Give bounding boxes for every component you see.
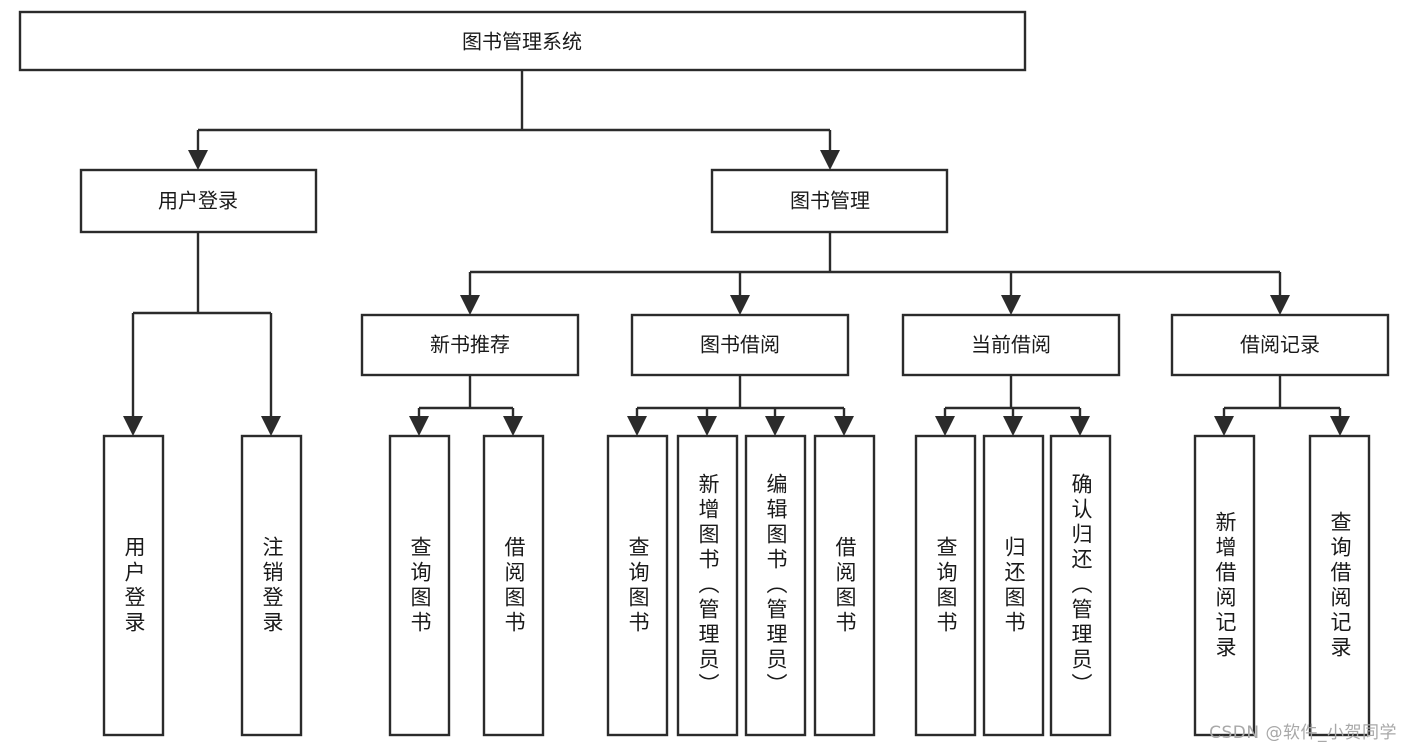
node-new-book-rec[interactable]: 新书推荐 (360, 313, 580, 377)
arrowhead-leaf-confirm-return (1070, 416, 1090, 436)
node-user-login-box[interactable] (79, 168, 318, 234)
node-leaf-return-book-box[interactable] (982, 434, 1045, 737)
node-book-manage[interactable]: 图书管理 (710, 168, 949, 234)
node-leaf-add-record[interactable] (1193, 434, 1256, 737)
arrowhead-leaf-query-book-3 (935, 416, 955, 436)
node-leaf-confirm-return[interactable] (1049, 434, 1112, 737)
node-new-book-rec-box[interactable] (360, 313, 580, 377)
node-leaf-borrow-book-1-box[interactable] (482, 434, 545, 737)
node-leaf-edit-book[interactable] (744, 434, 807, 737)
node-leaf-add-book[interactable] (676, 434, 739, 737)
node-new-book-rec-label: 新书推荐 (430, 333, 510, 357)
node-root-label: 图书管理系统 (462, 30, 582, 54)
node-book-borrow-box[interactable] (630, 313, 850, 377)
node-leaf-confirm-return-box[interactable] (1049, 434, 1112, 737)
arrowhead-leaf-query-book-1 (409, 416, 429, 436)
node-borrow-record[interactable]: 借阅记录 (1170, 313, 1390, 377)
arrowhead-book-borrow (730, 295, 750, 315)
node-leaf-return-book[interactable] (982, 434, 1045, 737)
node-borrow-record-box[interactable] (1170, 313, 1390, 377)
node-root[interactable]: 图书管理系统 (18, 10, 1027, 72)
node-leaf-query-book-1-box[interactable] (388, 434, 451, 737)
arrowhead-leaf-add-book (697, 416, 717, 436)
node-leaf-query-book-3[interactable] (914, 434, 977, 737)
node-leaf-user-login[interactable] (102, 434, 165, 737)
node-book-borrow-label: 图书借阅 (700, 333, 780, 357)
node-leaf-query-record-box[interactable] (1308, 434, 1371, 737)
arrowhead-leaf-return-book (1003, 416, 1023, 436)
watermark: CSDN @软件_小贺同学 (1209, 723, 1397, 743)
node-leaf-add-book-box[interactable] (676, 434, 739, 737)
connector-layer (123, 70, 1350, 436)
node-current-borrow[interactable]: 当前借阅 (901, 313, 1121, 377)
arrowhead-borrow-record (1270, 295, 1290, 315)
node-leaf-query-book-2-box[interactable] (606, 434, 669, 737)
arrowhead-leaf-query-record (1330, 416, 1350, 436)
node-leaf-logout-login-box[interactable] (240, 434, 303, 737)
node-leaf-borrow-book-2[interactable] (813, 434, 876, 737)
node-leaf-user-login-box[interactable] (102, 434, 165, 737)
node-user-login-label: 用户登录 (158, 189, 238, 213)
node-borrow-record-label: 借阅记录 (1240, 333, 1320, 357)
node-book-manage-box[interactable] (710, 168, 949, 234)
node-leaf-query-book-3-box[interactable] (914, 434, 977, 737)
node-current-borrow-label: 当前借阅 (971, 333, 1051, 357)
arrowhead-leaf-add-record (1214, 416, 1234, 436)
arrowhead-user-login (188, 150, 208, 170)
node-book-borrow[interactable]: 图书借阅 (630, 313, 850, 377)
node-leaf-logout-login[interactable] (240, 434, 303, 737)
arrowhead-leaf-borrow-book-1 (503, 416, 523, 436)
arrowhead-leaf-edit-book (765, 416, 785, 436)
node-leaf-borrow-book-1[interactable] (482, 434, 545, 737)
node-current-borrow-box[interactable] (901, 313, 1121, 377)
node-user-login[interactable]: 用户登录 (79, 168, 318, 234)
node-leaf-edit-book-box[interactable] (744, 434, 807, 737)
arrowhead-leaf-borrow-book-2 (834, 416, 854, 436)
node-leaf-query-book-2[interactable] (606, 434, 669, 737)
arrowhead-book-manage (820, 150, 840, 170)
arrowhead-leaf-user-login (123, 416, 143, 436)
arrowhead-leaf-logout-login (261, 416, 281, 436)
arrowhead-current-borrow (1001, 295, 1021, 315)
arrowhead-leaf-query-book-2 (627, 416, 647, 436)
node-leaf-add-record-box[interactable] (1193, 434, 1256, 737)
node-root-box[interactable] (18, 10, 1027, 72)
node-leaf-query-book-1[interactable] (388, 434, 451, 737)
node-leaf-borrow-book-2-box[interactable] (813, 434, 876, 737)
node-book-manage-label: 图书管理 (790, 189, 870, 213)
node-leaf-query-record[interactable] (1308, 434, 1371, 737)
arrowhead-new-book-rec (460, 295, 480, 315)
